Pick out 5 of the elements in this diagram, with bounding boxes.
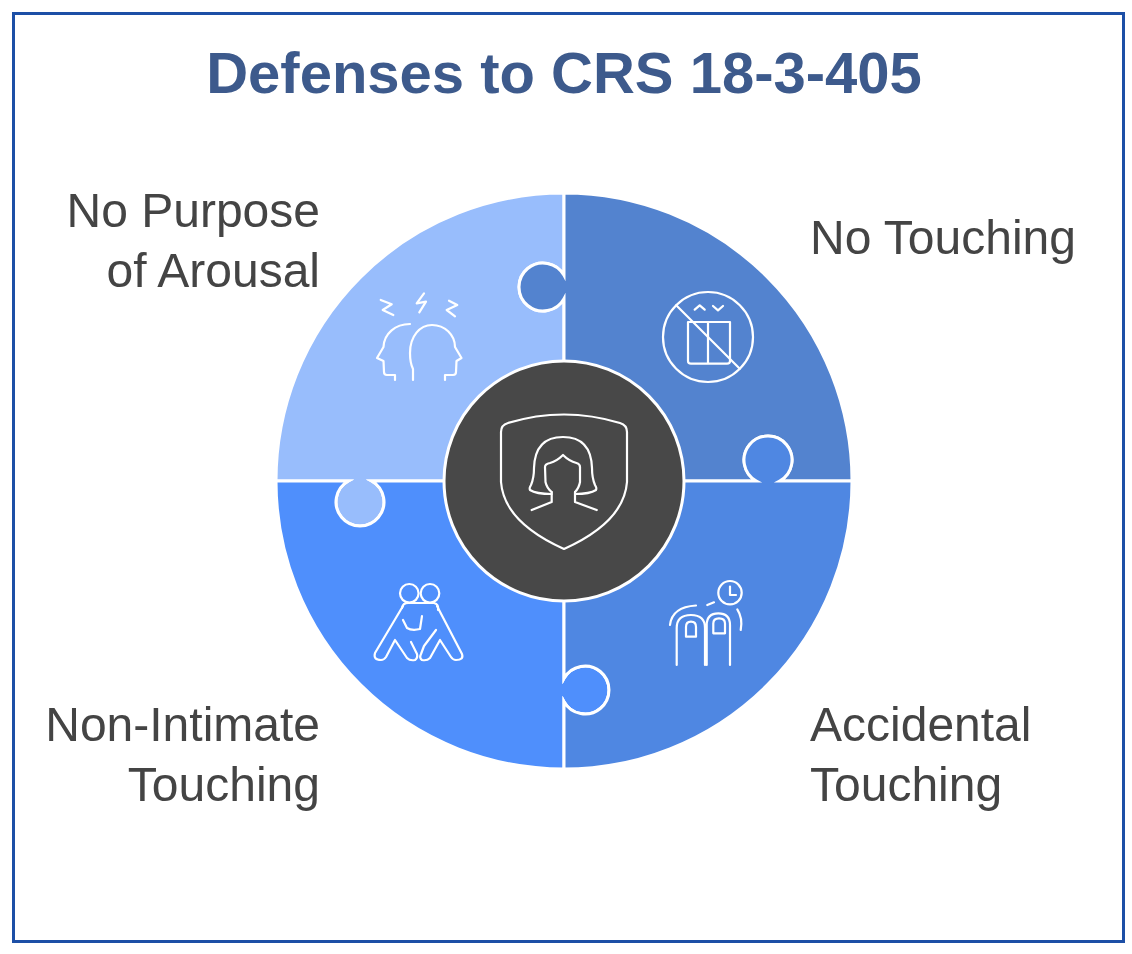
diagram-title: Defenses to CRS 18-3-405 bbox=[206, 40, 922, 107]
segment-label: No Purpose of Arousal bbox=[65, 183, 320, 299]
segment-label: No Touching bbox=[810, 210, 1077, 266]
segment-label: Accidental Touching bbox=[810, 697, 1033, 813]
segment-label: Non-Intimate Touching bbox=[44, 697, 320, 813]
